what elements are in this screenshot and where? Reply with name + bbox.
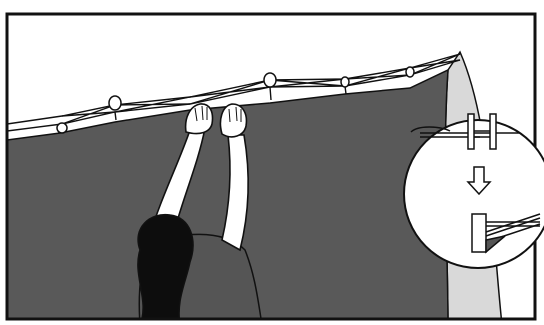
- hub-connector-icon: [57, 123, 67, 133]
- hub-connector-icon: [406, 67, 414, 77]
- hub-connector-icon: [264, 73, 276, 87]
- hub-connector-icon: [109, 96, 121, 110]
- magnifier-circle-icon: [404, 114, 544, 268]
- hub-connector-icon: [341, 77, 349, 87]
- right-hand: [220, 104, 246, 137]
